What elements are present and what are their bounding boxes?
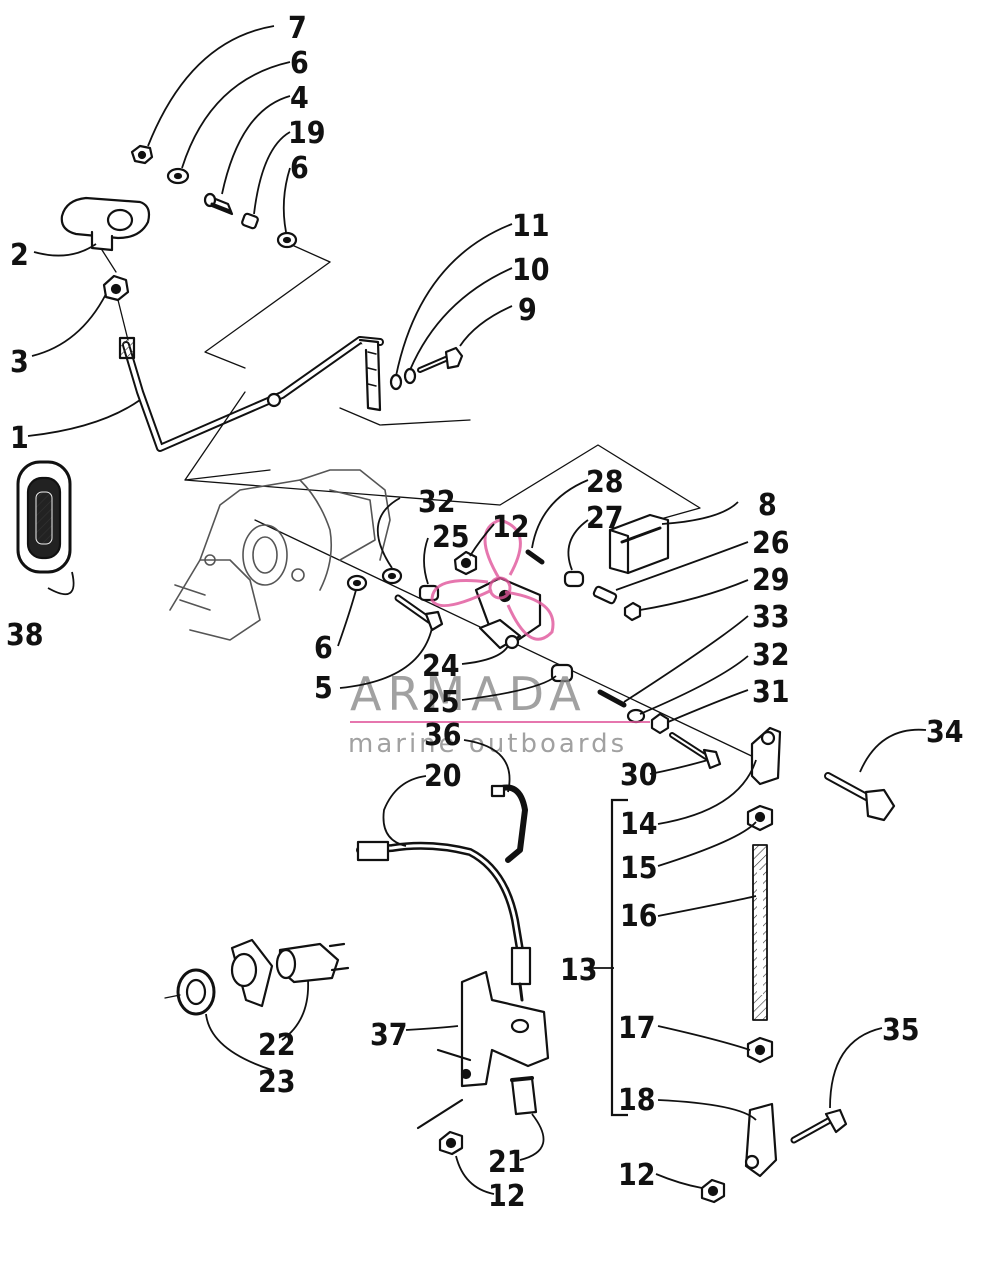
callout-16: 16 [620, 899, 658, 934]
callout-28: 28 [586, 465, 624, 500]
callout-8: 8 [758, 488, 777, 523]
nut-3-icon [102, 274, 130, 341]
callout-25a: 25 [432, 520, 470, 555]
collar-4-icon [203, 192, 234, 216]
switch-22-icon [230, 938, 350, 1008]
watermark-subtitle: marine outboards [348, 729, 627, 759]
callout-15: 15 [620, 851, 658, 886]
bolt-34-icon [824, 772, 896, 822]
collar-27-icon [563, 570, 585, 588]
washer-11-icon [389, 373, 403, 391]
watermark-title: ARMADA [350, 667, 587, 721]
nut-12c-icon [438, 1130, 464, 1156]
callout-6a: 6 [290, 46, 309, 81]
nut-29-icon [623, 601, 642, 622]
callout-20: 20 [424, 759, 462, 794]
sensor-21-icon [510, 1076, 538, 1116]
washer-6-icon [166, 167, 190, 185]
wire-harness-20-icon [356, 784, 532, 1002]
nut-15-icon [746, 804, 774, 832]
callout-18: 18 [618, 1083, 656, 1118]
leader-lines [27, 25, 927, 1195]
callout-30: 30 [620, 758, 658, 793]
rod-end-14-icon [750, 726, 782, 786]
callout-10: 10 [512, 253, 550, 288]
callout-9: 9 [518, 293, 537, 328]
callout-27: 27 [586, 501, 624, 536]
callout-35: 35 [882, 1013, 920, 1048]
watermark: ARMADA marine outboards [348, 518, 650, 759]
callout-31: 31 [752, 675, 790, 710]
nut-12b-icon [700, 1178, 726, 1204]
callout-38: 38 [6, 618, 44, 653]
nut-12a-icon [453, 550, 478, 576]
bolt-35-icon [790, 1108, 848, 1144]
callout-4: 4 [290, 81, 309, 116]
washer-6b-icon [276, 231, 298, 249]
pin-28-icon [525, 549, 545, 565]
callout-17: 17 [618, 1011, 656, 1046]
washer-6c-icon [346, 574, 368, 592]
bushing-19-icon [241, 212, 259, 230]
bolt-30-icon [669, 732, 722, 770]
callout-numbers: 7 6 4 19 6 2 3 1 11 10 9 38 32 25 12 28 … [6, 11, 964, 1214]
callout-23: 23 [258, 1065, 296, 1100]
callout-24: 24 [422, 649, 460, 684]
pin-33-icon [597, 689, 627, 708]
callout-7: 7 [288, 11, 307, 46]
callout-3: 3 [10, 345, 29, 380]
callout-29: 29 [752, 563, 790, 598]
callout-36: 36 [424, 718, 462, 753]
callout-13: 13 [560, 953, 598, 988]
bolt-9-icon [417, 346, 464, 373]
callout-25b: 25 [422, 685, 460, 720]
nut-23-icon [164, 968, 216, 1016]
callout-12c: 12 [488, 1179, 526, 1214]
callout-11: 11 [512, 209, 550, 244]
propeller-logo-icon [430, 518, 555, 641]
shift-rod-1-icon [118, 336, 384, 452]
lockwasher-31-icon [650, 712, 670, 735]
callout-6c: 6 [314, 631, 333, 666]
bolt-5-icon [394, 594, 444, 632]
nut-17-icon [746, 1036, 774, 1064]
nut-7-icon [130, 144, 154, 165]
washer-32b-icon [626, 708, 646, 724]
callout-22: 22 [258, 1028, 296, 1063]
callout-32a: 32 [418, 485, 456, 520]
grommet-38-icon [16, 460, 72, 574]
washer-32a-icon [381, 567, 403, 585]
callout-26: 26 [752, 526, 790, 561]
callout-34: 34 [926, 715, 964, 750]
callout-12a: 12 [492, 510, 530, 545]
callout-37: 37 [370, 1018, 408, 1053]
engine-block-outline [169, 469, 391, 641]
callout-2: 2 [10, 238, 29, 273]
callout-12b: 12 [618, 1158, 656, 1193]
threaded-rod-16-icon [752, 844, 768, 1021]
rod-end-18-icon [744, 1102, 778, 1178]
callout-21: 21 [488, 1145, 526, 1180]
pin-26-icon [592, 585, 618, 605]
callout-19: 19 [288, 116, 326, 151]
collar-25b-icon [550, 663, 574, 683]
callout-1: 1 [10, 421, 29, 456]
bracket-37-icon [416, 970, 550, 1130]
group-bracket-13 [610, 798, 628, 1117]
callout-5: 5 [314, 671, 333, 706]
washer-10-icon [403, 367, 417, 385]
callout-6b: 6 [290, 151, 309, 186]
callout-14: 14 [620, 807, 658, 842]
shift-handle-2-icon [60, 196, 151, 273]
callout-33: 33 [752, 600, 790, 635]
callout-32b: 32 [752, 638, 790, 673]
plate-8-icon [608, 513, 670, 575]
